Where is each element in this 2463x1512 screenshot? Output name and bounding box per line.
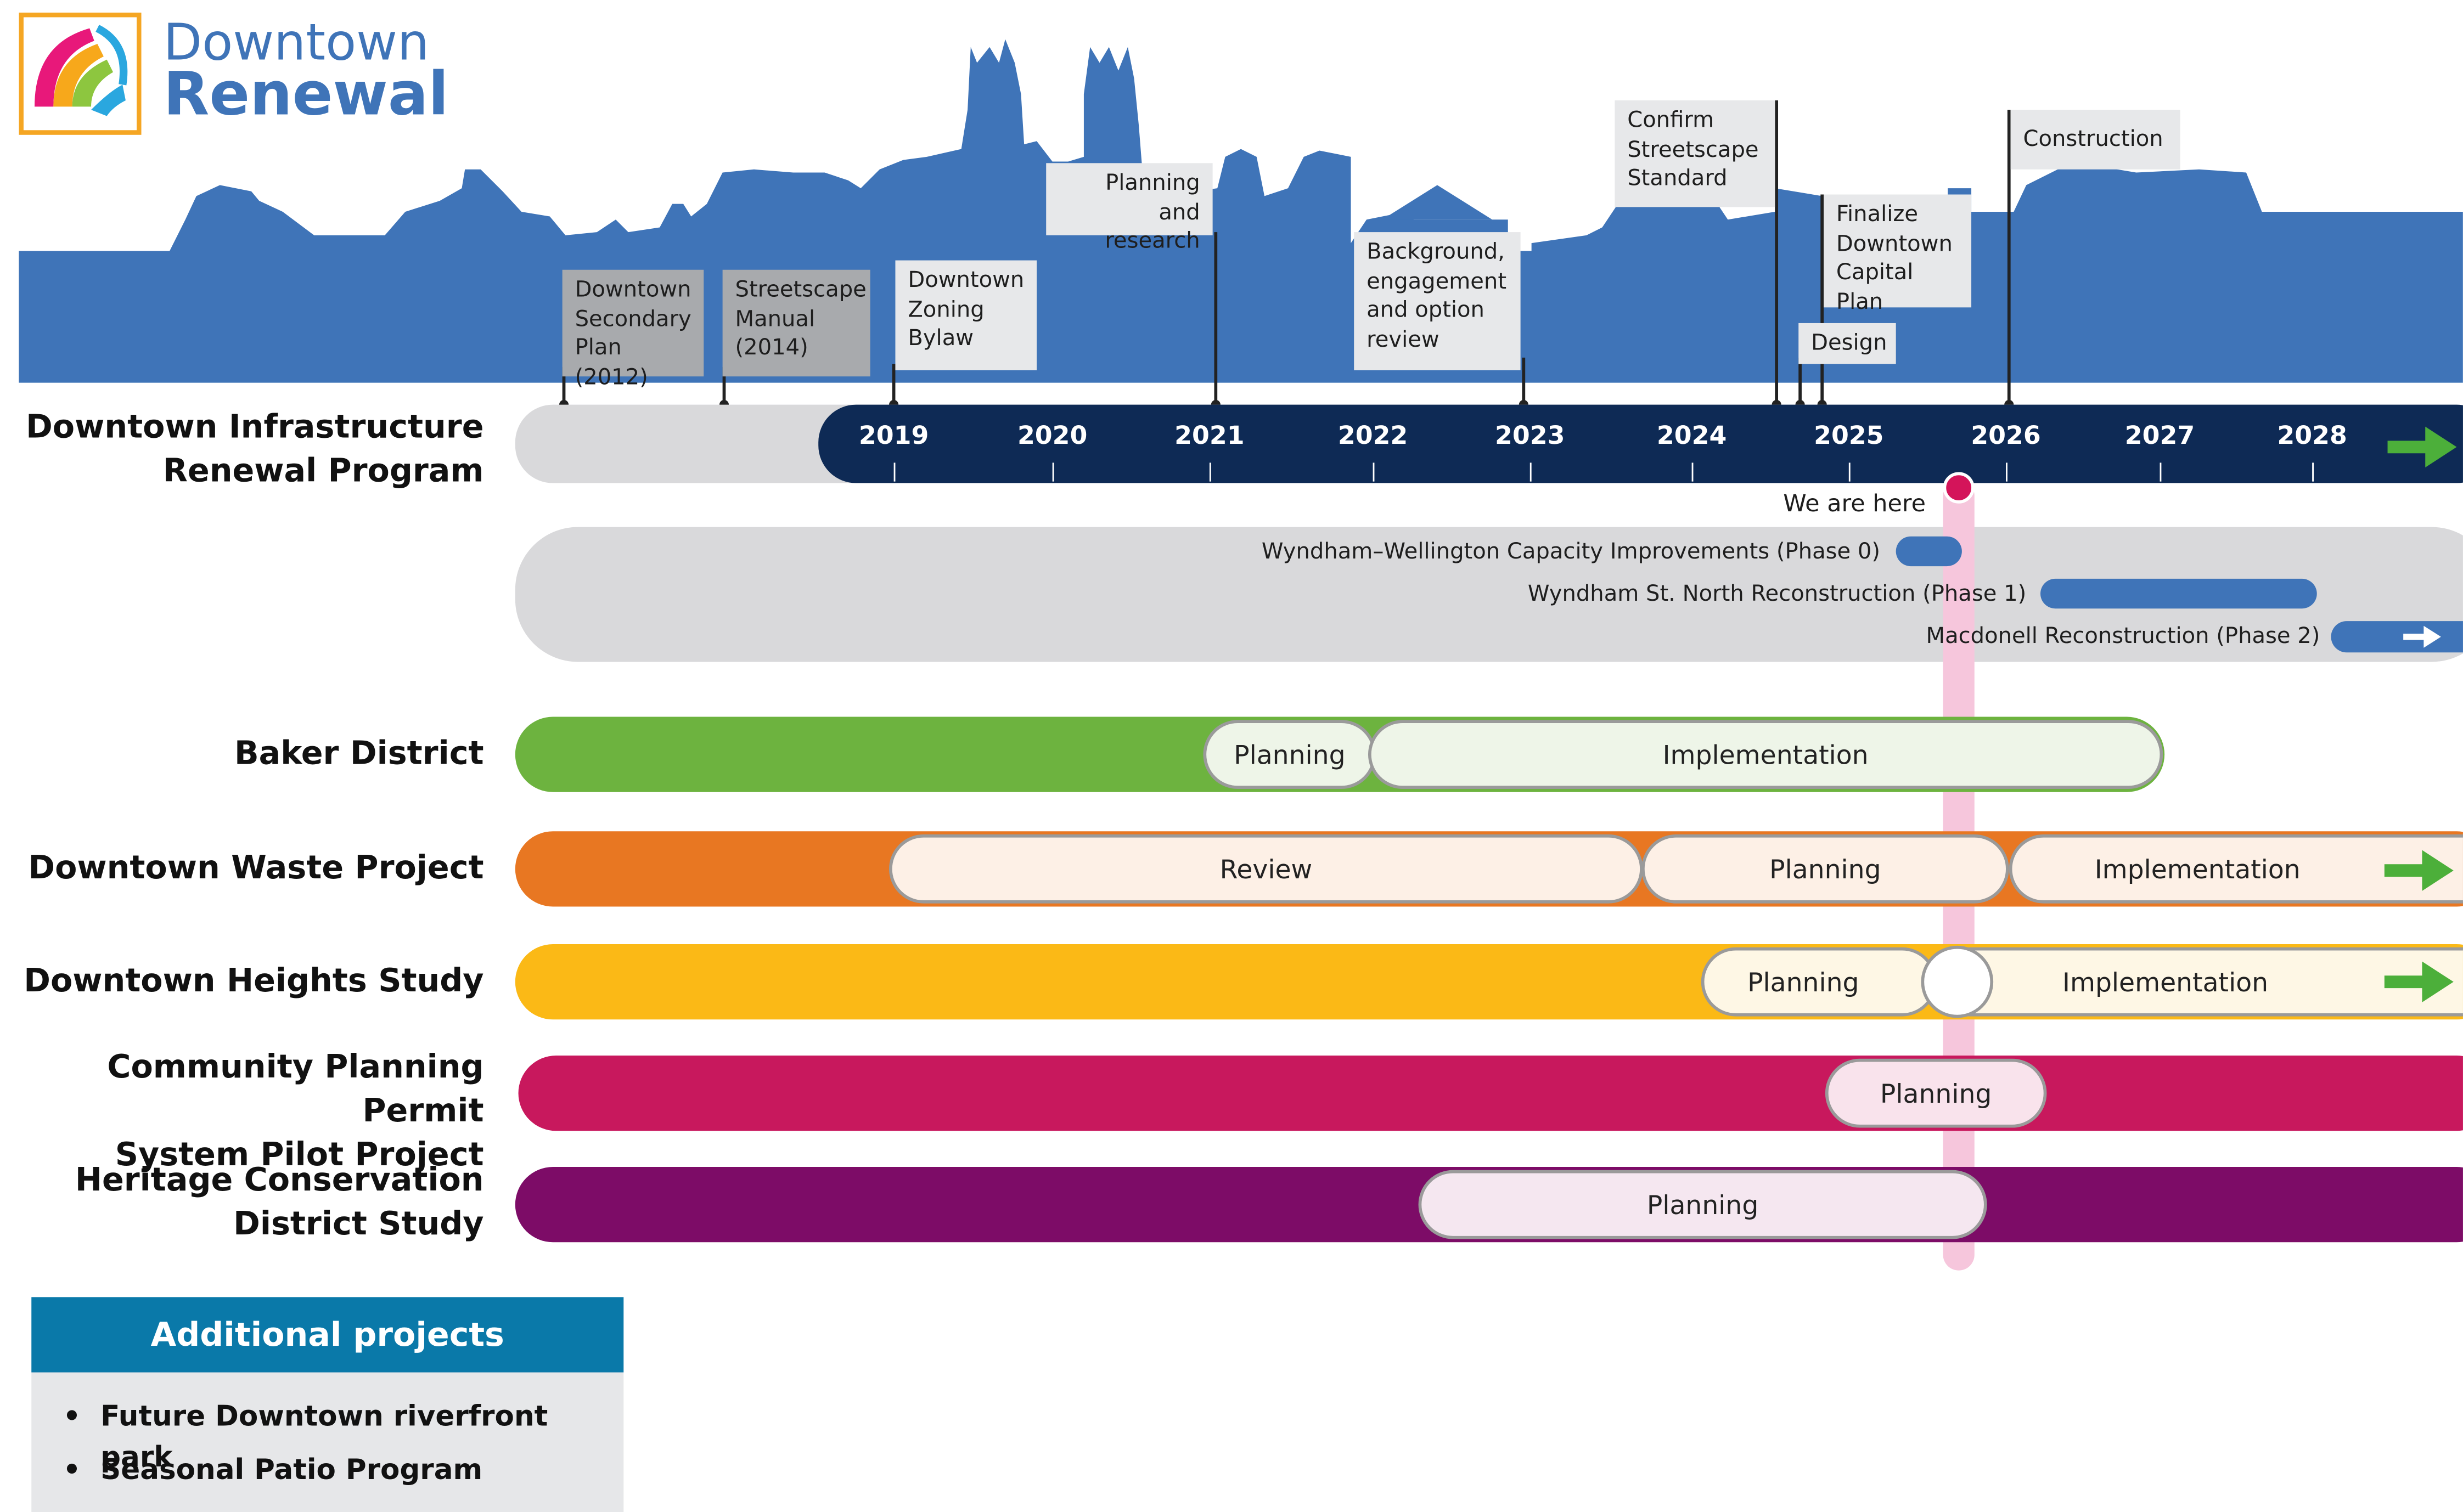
additional-project-text: Future Downtown riverfront park [100,1400,548,1475]
heights-phase-implementation: Implementation [1935,947,2463,1017]
logo-line-1: Downtown [163,12,430,72]
milestone-pin-line [892,364,895,405]
year-tick [1529,462,1532,482]
additional-project-text: Seasonal Patio Program [100,1454,483,1487]
milestone-background-engagement: Background, engagement and option review [1354,232,1521,370]
subproject-phase-0-bar [1896,536,1962,567]
milestone-pin-line [2007,110,2010,405]
year-label: 2023 [1495,420,1565,450]
baker-phase-planning: Planning [1203,720,1376,789]
bullet-icon: • [63,1400,81,1434]
heritage-phase-planning: Planning [1418,1170,1987,1239]
year-label: 2024 [1656,420,1727,450]
heights-phase-planning: Planning [1701,947,1937,1017]
cpps-bar [518,1056,2463,1131]
program-label-cpps: Community Planning Permit System Pilot P… [107,1047,484,1174]
milestone-secondary-plan: Downtown Secondary Plan (2012) [562,269,704,390]
year-tick [2160,462,2162,482]
today-marker-circle [1921,945,1994,1018]
continue-arrow-icon [2387,426,2457,467]
waste-phase-review: Review [889,834,1643,904]
year-label: 2019 [858,420,929,450]
milestone-pin-line [1522,357,1525,405]
subproject-phase-1-bar [2040,578,2317,609]
logo-line-2: Renewal [163,60,449,129]
waste-phase-planning: Planning [1641,834,2009,904]
year-tick [1691,462,1694,482]
milestone-pin-line [1820,194,1823,405]
year-tick [2006,462,2007,482]
subproject-phase-0-label: Wyndham–Wellington Capacity Improvements… [1261,539,1881,565]
milestone-zoning-bylaw: Downtown Zoning Bylaw [895,260,1037,370]
additional-project-item: • Future Downtown riverfront park [31,1397,623,1474]
year-tick [1373,462,1375,482]
additional-projects-list: • Future Downtown riverfront park • Seas… [31,1372,624,1512]
year-tick [1209,462,1211,482]
subproject-phase-2-label: Macdonell Reconstruction (Phase 2) [1926,624,2320,650]
milestone-pin-line [1214,232,1217,405]
year-label: 2022 [1337,420,1408,450]
program-label-waste: Downtown Waste Project [28,848,484,887]
milestone-pin-line [562,366,565,405]
year-label: 2021 [1174,420,1245,450]
program-label-heritage: Heritage Conservation District Study [75,1160,484,1243]
milestone-pin-line [1775,100,1778,405]
year-tick [2312,462,2314,482]
additional-project-item: • Seasonal Patio Program [31,1451,623,1504]
city-skyline-illustration [19,39,2463,383]
year-label: 2027 [2124,420,2195,450]
milestone-planning-research: Planning and research [1046,163,1213,254]
we-are-here-label: We are here [1783,489,1926,518]
year-label: 2026 [1971,420,2041,450]
year-label: 2020 [1017,420,1088,450]
program-label-infrastructure: Downtown Infrastructure Renewal Program [26,408,484,489]
subproject-phase-2-bar [2331,621,2463,653]
program-label-baker: Baker District [234,734,484,772]
milestone-design: Design [1798,323,1896,364]
milestone-streetscape-manual: Streetscape Manual (2014) [722,269,870,377]
year-tick [1848,462,1851,482]
milestone-capital-plan: Finalize Downtown Capital Plan [1824,194,1972,314]
milestone-pin-line [1798,357,1801,405]
program-label-heights: Downtown Heights Study [24,961,484,1000]
year-label: 2025 [1814,420,1884,450]
logo-wordmark: Downtown Renewal [163,12,449,129]
continue-arrow-icon [2384,850,2454,891]
continue-arrow-icon [2403,625,2441,648]
year-tick [893,462,896,482]
today-marker-dot [1943,472,1975,504]
additional-projects-header: Additional projects [31,1297,624,1373]
continue-arrow-icon [2384,961,2454,1002]
timeline-year-bar [818,404,2463,483]
subproject-phase-1-label: Wyndham St. North Reconstruction (Phase … [1527,582,2027,607]
bullet-icon: • [63,1454,81,1487]
baker-phase-implementation: Implementation [1368,720,2163,789]
downtown-renewal-logo-icon [19,12,142,135]
cpps-phase-planning: Planning [1825,1058,2047,1128]
milestone-confirm-streetscape: Confirm Streetscape Standard [1615,100,1775,207]
milestone-pin-line [722,366,725,405]
year-tick [1052,462,1054,482]
milestone-construction: Construction [2010,110,2180,170]
year-label: 2028 [2277,420,2347,450]
